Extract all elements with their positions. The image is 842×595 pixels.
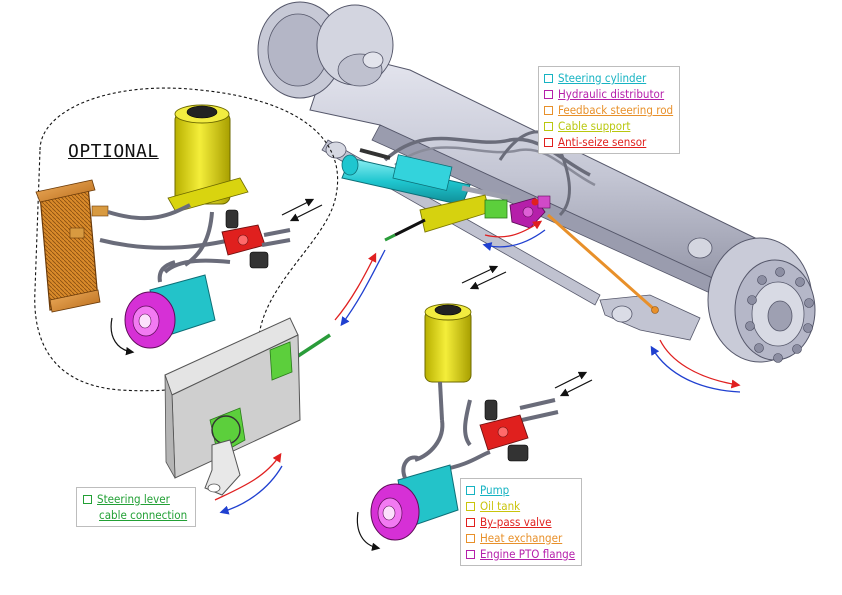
legend-label: Oil tank (480, 499, 521, 513)
checkbox-icon (83, 494, 92, 504)
optional-pump (124, 260, 216, 349)
checkbox-icon (544, 105, 553, 115)
main-bypass-valve (479, 399, 529, 462)
checkbox-icon (544, 121, 553, 131)
legend-steering-lever: Steering lever cable connection (76, 487, 197, 527)
checkbox-icon (544, 137, 553, 147)
legend-row: Feedback steering rod (544, 102, 673, 118)
checkbox-icon (544, 89, 553, 99)
anti-seize-sensor (531, 198, 539, 206)
checkbox-icon (544, 73, 553, 83)
optional-bypass-valve (221, 209, 291, 269)
hydraulic-distributor (509, 195, 551, 229)
steering-direction-arrows (214, 220, 741, 515)
legend-row: Oil tank (466, 498, 575, 514)
checkbox-icon (466, 549, 475, 559)
cable-support (419, 194, 508, 233)
feedback-steering-rod (547, 213, 656, 312)
optional-group-outline (34, 87, 339, 392)
legend-label: Cable support (558, 119, 631, 133)
legend-label: By-pass valve (480, 515, 552, 529)
optional-rotation-arrow (110, 317, 135, 356)
heat-exchanger (35, 179, 109, 313)
legend-row: Pump (466, 482, 575, 498)
front-axle (257, 1, 816, 363)
legend-row: Cable support (544, 118, 673, 134)
main-rotation-arrow (356, 511, 381, 551)
main-hoses (414, 398, 559, 472)
main-oil-tank (424, 303, 472, 421)
checkbox-icon (466, 517, 475, 527)
legend-row: cable connection (83, 507, 187, 523)
main-pump (370, 455, 459, 541)
legend-label: Steering lever (97, 492, 170, 506)
legend-label: Anti-seize sensor (558, 135, 647, 149)
optional-oil-tank (167, 104, 249, 213)
steering-lever-support (164, 317, 301, 496)
steering-cylinder (341, 148, 511, 206)
legend-label: Hydraulic distributor (558, 87, 665, 101)
legend-label: Engine PTO flange (480, 547, 576, 561)
legend-row: Steering cylinder (544, 70, 673, 86)
checkbox-icon (466, 533, 475, 543)
legend-row: Steering lever (83, 491, 187, 507)
checkbox-icon (466, 501, 475, 511)
legend-row: Anti-seize sensor (544, 134, 673, 150)
legend-label: Heat exchanger (480, 531, 563, 545)
legend-row: Heat exchanger (466, 530, 575, 546)
motion-arrows (281, 198, 593, 397)
optional-label: OPTIONAL (68, 141, 159, 162)
legend-row: Hydraulic distributor (544, 86, 673, 102)
legend-label: cable connection (99, 508, 188, 522)
checkbox-icon (466, 485, 475, 495)
legend-row: Engine PTO flange (466, 546, 575, 562)
legend-row: By-pass valve (466, 514, 575, 530)
legend-label: Pump (480, 483, 510, 497)
legend-label: Feedback steering rod (558, 103, 674, 117)
legend-label: Steering cylinder (558, 71, 647, 85)
